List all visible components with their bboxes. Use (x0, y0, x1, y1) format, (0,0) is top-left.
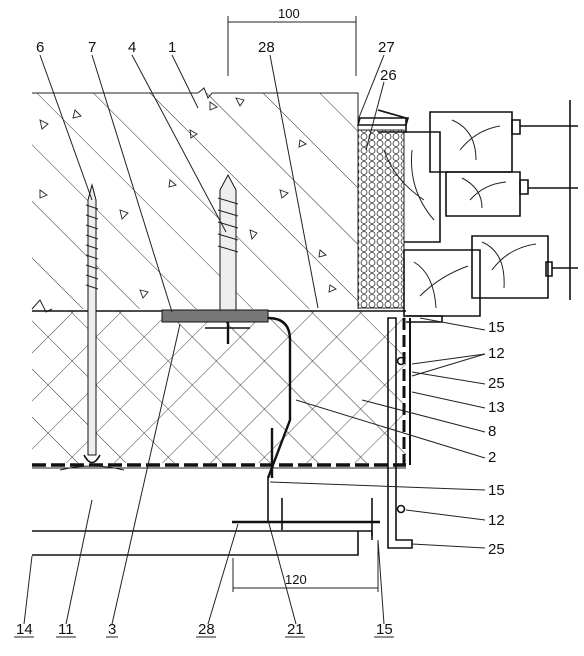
dimension-top-value: 100 (278, 6, 300, 21)
callout-6: 6 (36, 39, 44, 56)
callout-12-b: 12 (488, 512, 505, 529)
callout-28-bottom: 28 (198, 621, 215, 638)
dimension-bottom: 120 (232, 540, 379, 592)
leader-lines (23, 54, 486, 625)
callout-11: 11 (58, 621, 74, 638)
callout-1: 1 (168, 39, 176, 56)
callout-8: 8 (488, 423, 496, 440)
callout-2: 2 (488, 449, 496, 466)
callout-3: 3 (108, 621, 116, 638)
wall-anchor-dowel (59, 183, 125, 471)
callout-labels: 6 7 4 1 28 27 26 15 12 25 13 8 2 15 12 2… (14, 39, 505, 638)
callout-25-b: 25 (488, 541, 505, 558)
reveal-angle-profile (387, 315, 443, 549)
callout-14: 14 (16, 621, 33, 638)
lower-support-plate (232, 478, 380, 536)
callout-4: 4 (128, 39, 136, 56)
callout-28-top: 28 (258, 39, 275, 56)
bracket-assembly (161, 309, 292, 479)
window-frame-profiles (356, 100, 578, 317)
render-mesh-layer (32, 318, 406, 469)
callout-27: 27 (378, 39, 395, 56)
callout-15-a: 15 (488, 319, 505, 336)
callout-21: 21 (287, 621, 304, 638)
dimension-bottom-value: 120 (285, 572, 307, 587)
concrete-wall (31, 87, 359, 313)
callout-26: 26 (380, 67, 397, 84)
callout-12-a: 12 (488, 345, 505, 362)
callout-15-c: 15 (376, 621, 393, 638)
callout-25-a: 25 (488, 375, 505, 392)
pebble-filler (357, 129, 405, 309)
callout-7: 7 (88, 39, 96, 56)
callout-15-b: 15 (488, 482, 505, 499)
dimension-top: 100 (227, 6, 357, 76)
bracket-anchor-dowel (217, 173, 239, 311)
callout-13: 13 (488, 399, 505, 416)
